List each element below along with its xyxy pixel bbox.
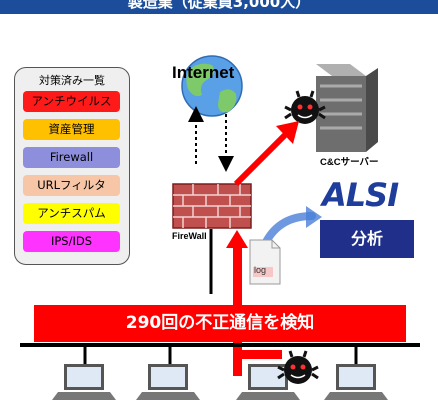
diagram-panel: 対策済み一覧 アンチウイルス 資産管理 Firewall URLフィルタ アンチ… xyxy=(0,14,438,400)
page-title: 製造業（従業員3,000人） xyxy=(127,0,311,11)
log-document-icon xyxy=(249,239,281,285)
legend-item-antivirus: アンチウイルス xyxy=(23,91,120,112)
malicious-traffic-arrow xyxy=(233,121,299,187)
header-bar: 製造業（従業員3,000人） xyxy=(0,0,438,14)
internet-label: Internet xyxy=(172,63,235,82)
malware-icon xyxy=(284,90,326,124)
cc-server-label: C&Cサーバー xyxy=(320,157,379,168)
legend-title: 対策済み一覧 xyxy=(39,74,105,87)
legend-item-antispam: アンチスパム xyxy=(23,203,120,224)
malware-icon xyxy=(277,350,319,384)
analysis-arrow xyxy=(262,212,316,246)
laptop-icon xyxy=(52,364,116,400)
legend-item-url-filter: URLフィルタ xyxy=(23,175,120,196)
globe-icon xyxy=(181,55,243,117)
laptop-icon xyxy=(136,364,200,400)
alsi-logo: ALSI xyxy=(322,176,399,214)
laptop-icon xyxy=(236,364,300,400)
legend-item-ips-ids: IPS/IDS xyxy=(23,231,120,252)
analysis-box: 分析 xyxy=(320,220,414,258)
countermeasure-legend: 対策済み一覧 アンチウイルス 資産管理 Firewall URLフィルタ アンチ… xyxy=(14,67,130,265)
firewall-icon xyxy=(172,183,252,229)
log-label: log xyxy=(254,265,267,275)
detection-banner: 290回の不正通信を検知 xyxy=(34,305,406,342)
firewall-label: FireWall xyxy=(172,231,207,241)
legend-item-firewall: Firewall xyxy=(23,147,120,168)
server-icon xyxy=(316,64,378,152)
legend-item-asset-management: 資産管理 xyxy=(23,119,120,140)
network-diagram-graphics xyxy=(20,55,420,400)
laptop-icon xyxy=(324,364,388,400)
